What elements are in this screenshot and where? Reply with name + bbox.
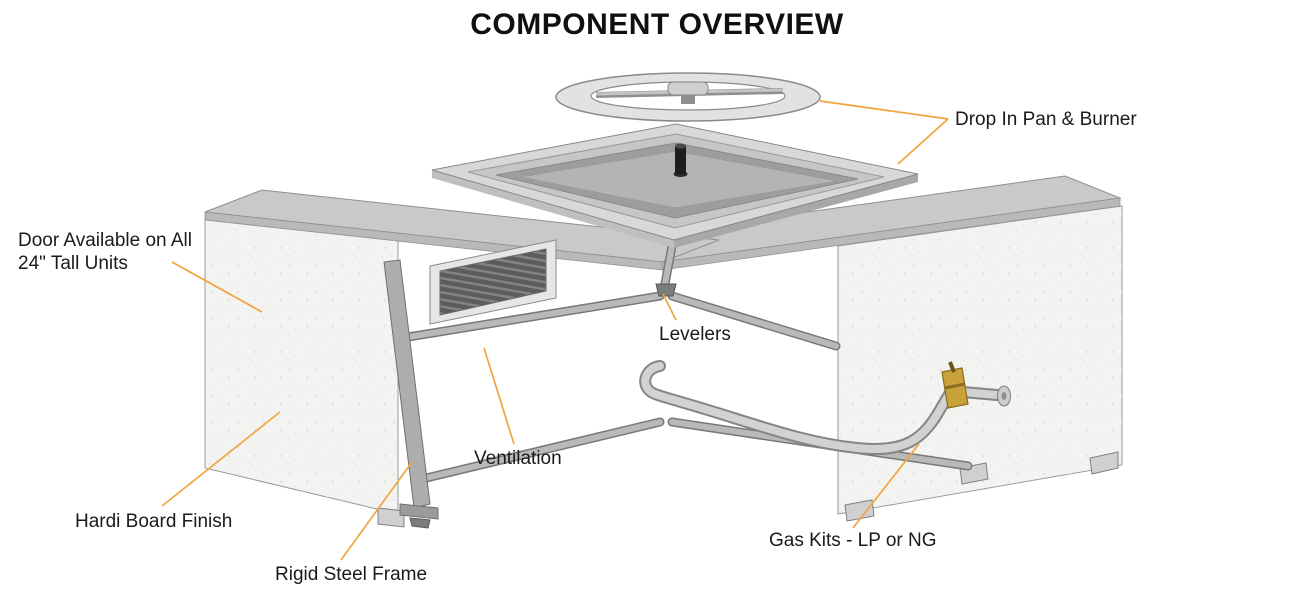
front-leg-foot	[399, 503, 439, 520]
label-hardi-board: Hardi Board Finish	[75, 511, 233, 532]
leader-ventilation	[483, 347, 515, 445]
page-title: COMPONENT OVERVIEW	[470, 8, 844, 41]
gas-valve	[941, 367, 969, 409]
label-rigid-steel-frame: Rigid Steel Frame	[275, 564, 428, 585]
leader-hardi	[161, 411, 281, 507]
igniter	[675, 146, 686, 174]
leader-levelers	[662, 293, 677, 321]
drop-in-pan	[431, 123, 919, 248]
gas-pipe	[639, 360, 1011, 455]
label-gas-kits: Gas Kits - LP or NG	[769, 530, 937, 551]
right-cabinet-foot	[844, 499, 875, 522]
label-door-line1: Door Available on All	[18, 230, 192, 251]
label-door-line2: 24" Tall Units	[18, 253, 128, 274]
burner-ring	[555, 72, 821, 122]
steel-frame	[383, 241, 973, 529]
label-ventilation: Ventilation	[474, 448, 562, 469]
label-door-available: Door Available on All 24" Tall Units	[18, 229, 192, 275]
leader-door	[171, 261, 263, 313]
front-leg-leveler	[409, 517, 431, 529]
pan-leveler	[655, 283, 677, 297]
label-drop-in-pan-burner: Drop In Pan & Burner	[955, 109, 1137, 130]
leader-lines	[161, 100, 949, 561]
leader-rigid	[340, 461, 413, 561]
leader-drop-in-ring	[819, 100, 949, 120]
left-cabinet-panel	[204, 219, 405, 528]
leader-gas	[852, 443, 920, 529]
right-cabinet-panel	[837, 205, 1123, 522]
vent-grille	[429, 239, 557, 325]
left-cabinet-foot	[377, 507, 405, 528]
burner-hub	[667, 81, 709, 96]
right-cabinet-foot	[1089, 451, 1119, 475]
leader-drop-in-pan	[897, 118, 949, 165]
front-leg	[383, 259, 431, 509]
label-levelers: Levelers	[659, 324, 731, 345]
